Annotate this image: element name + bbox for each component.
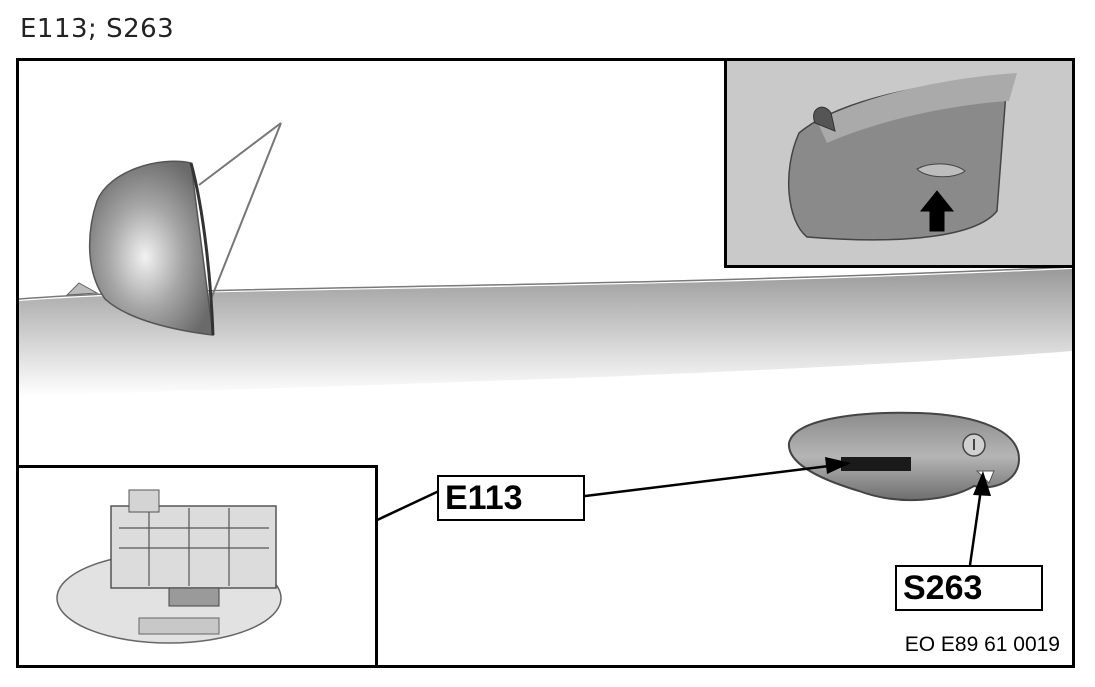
side-mirror xyxy=(65,122,282,336)
page-title: E113; S263 xyxy=(20,14,175,44)
door-handle xyxy=(787,411,1021,502)
inset-door-location xyxy=(724,61,1072,268)
callout-e113: E113 xyxy=(437,475,585,521)
callout-s263: S263 xyxy=(895,565,1043,611)
car-body-panel xyxy=(19,269,1072,396)
reference-code: EO E89 61 0019 xyxy=(904,633,1060,656)
main-illustration xyxy=(19,122,1072,593)
inset-handle-module xyxy=(19,465,378,665)
diagram-figure: E113 S263 EO E89 61 0019 xyxy=(16,58,1075,668)
